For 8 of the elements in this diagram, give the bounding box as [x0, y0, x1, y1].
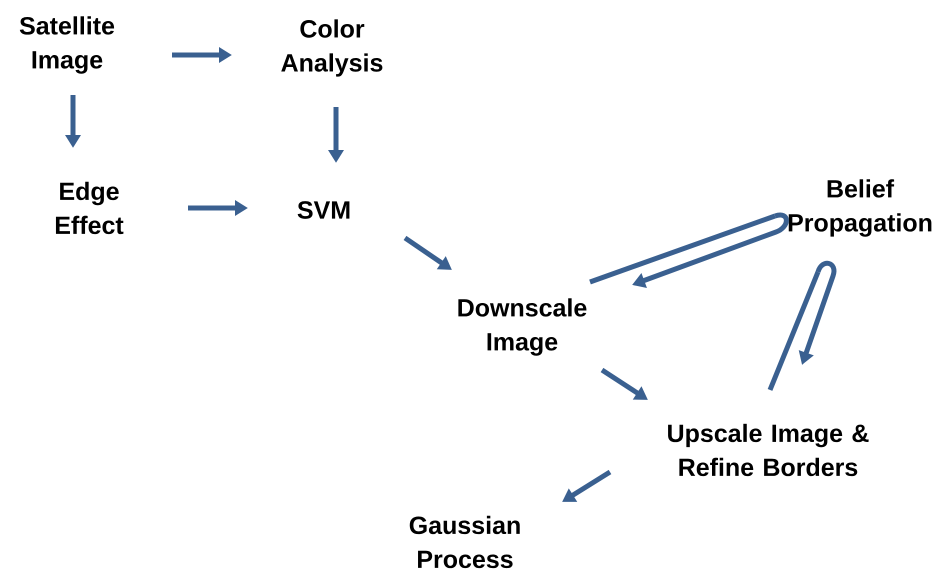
step-label: Upscale Image & Refine Borders — [668, 424, 869, 476]
step-label: Gaussian Process — [410, 516, 520, 568]
step-label: Belief Propagation — [788, 179, 932, 237]
step-label: Color Analysis — [281, 19, 382, 77]
step-label: SVM — [298, 201, 350, 219]
step-label: Edge Effect — [56, 182, 124, 234]
step-label: Downscale Image — [458, 298, 586, 356]
step-label: Satellite Image — [20, 16, 114, 74]
